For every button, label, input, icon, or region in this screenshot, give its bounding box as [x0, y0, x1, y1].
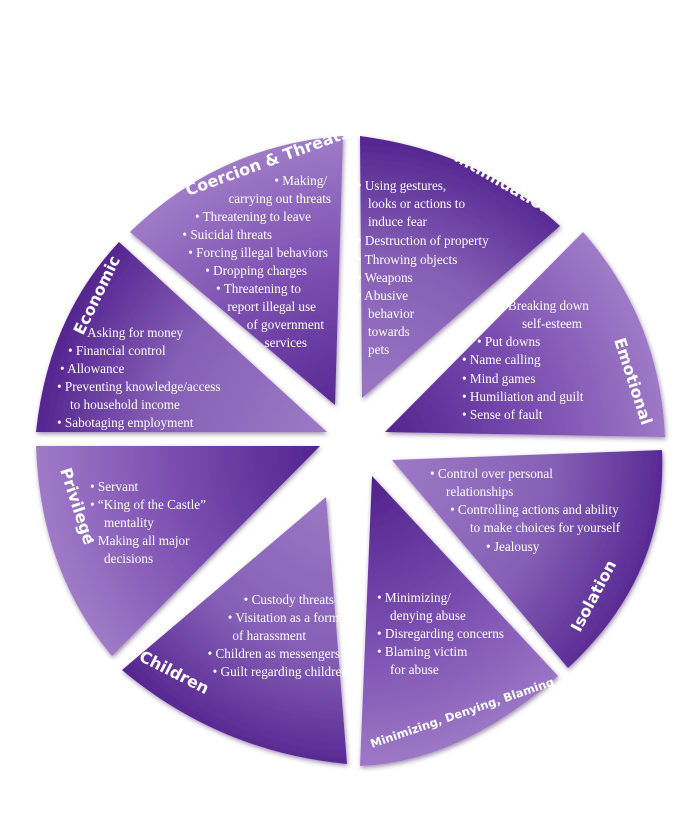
item-line: • Controlling actions and ability — [450, 502, 619, 517]
item-line: denying abuse — [390, 608, 466, 623]
item-line: • Forcing illegal behaviors — [188, 245, 328, 260]
item-line: • Preventing knowledge/access — [57, 379, 221, 394]
item-line: relationships — [446, 484, 513, 499]
wedge-intimidation — [360, 136, 560, 398]
item-line: pets — [368, 342, 389, 357]
items-emotional: • Breaking down self-esteem • Put downs … — [462, 298, 589, 422]
items-minimizing: • Minimizing/ denying abuse • Disregardi… — [377, 590, 504, 677]
item-line: • Guilt regarding children — [213, 664, 349, 679]
item-line: • Servant — [90, 479, 139, 494]
item-line: • Making/ — [274, 173, 327, 188]
item-line: • Asking for money — [80, 325, 184, 340]
item-line: • “King of the Castle” — [90, 497, 206, 512]
item-line: • Visitation as a form — [228, 610, 340, 625]
items-intimidation: • Using gestures, looks or actions to in… — [357, 178, 489, 357]
item-line: looks or actions to — [368, 196, 465, 211]
item-line: • Threatening to leave — [195, 209, 311, 224]
items-children: • Custody threats • Visitation as a form… — [208, 592, 349, 679]
item-line: • Children as messengers — [208, 646, 340, 661]
item-line: • Blaming victim — [377, 644, 468, 659]
item-line: mentality — [104, 515, 154, 530]
item-line: • Mind games — [462, 371, 535, 386]
item-line: • Allowance — [60, 361, 124, 376]
item-line: induce fear — [368, 214, 428, 229]
wedge-privilege — [36, 446, 320, 656]
item-line: • Destruction of property — [357, 233, 489, 248]
item-line: • Jealousy — [486, 539, 540, 554]
item-line: for abuse — [390, 662, 439, 677]
segment-intimidation — [360, 136, 560, 398]
wedge-economic — [36, 242, 327, 432]
item-line: • Name calling — [462, 352, 541, 367]
item-line: • Abusive — [357, 288, 408, 303]
wedge-isolation — [392, 450, 663, 668]
item-line: report illegal use — [227, 299, 316, 314]
segment-children — [122, 497, 347, 764]
items-isolation: • Control over personal relationships • … — [430, 466, 621, 554]
item-line: • Throwing objects — [357, 252, 457, 267]
item-line: • Suicidal threats — [182, 227, 272, 242]
segment-isolation — [392, 450, 663, 668]
item-line: • Using gestures, — [357, 178, 446, 193]
item-line: carrying out threats — [228, 191, 331, 206]
items-coercion-threats: • Making/ carrying out threats • Threate… — [182, 173, 331, 350]
wedge-children — [122, 497, 347, 764]
item-line: decisions — [104, 551, 153, 566]
item-line: • Dropping charges — [205, 263, 307, 278]
segment-minimizing — [360, 476, 558, 766]
item-line: • Sense of fault — [462, 407, 543, 422]
segment-emotional — [385, 232, 665, 437]
item-line: of government — [247, 317, 325, 332]
item-line: self-esteem — [522, 316, 583, 331]
item-line: • Sabotaging employment — [57, 415, 194, 430]
item-line: • Humiliation and guilt — [462, 389, 584, 404]
item-line: services — [265, 335, 307, 350]
segment-privilege — [36, 446, 320, 656]
wedge-coercion-threats — [130, 136, 343, 405]
item-line: • Disregarding concerns — [377, 626, 504, 641]
item-line: • Financial control — [68, 343, 166, 358]
item-line: • Making all major — [90, 533, 190, 548]
segment-economic — [36, 242, 327, 432]
item-line: • Custody threats — [244, 592, 334, 607]
item-line: of harassment — [232, 628, 306, 643]
item-line: • Weapons — [357, 270, 413, 285]
item-line: to make choices for yourself — [470, 520, 621, 535]
item-line: • Put downs — [477, 334, 540, 349]
items-privilege: • Servant • “King of the Castle” mentali… — [90, 479, 206, 566]
item-line: • Minimizing/ — [377, 590, 451, 605]
item-line: • Threatening to — [216, 281, 301, 296]
item-line: to household income — [70, 397, 180, 412]
item-line: behavior — [368, 306, 415, 321]
items-economic: • Asking for money • Financial control •… — [57, 325, 221, 430]
segment-coercion-threats — [130, 136, 343, 405]
item-line: • Control over personal — [430, 466, 553, 481]
item-line: • Breaking down — [500, 298, 589, 313]
wedge-emotional — [385, 232, 665, 437]
item-line: towards — [368, 324, 410, 339]
wedge-minimizing — [360, 476, 558, 766]
